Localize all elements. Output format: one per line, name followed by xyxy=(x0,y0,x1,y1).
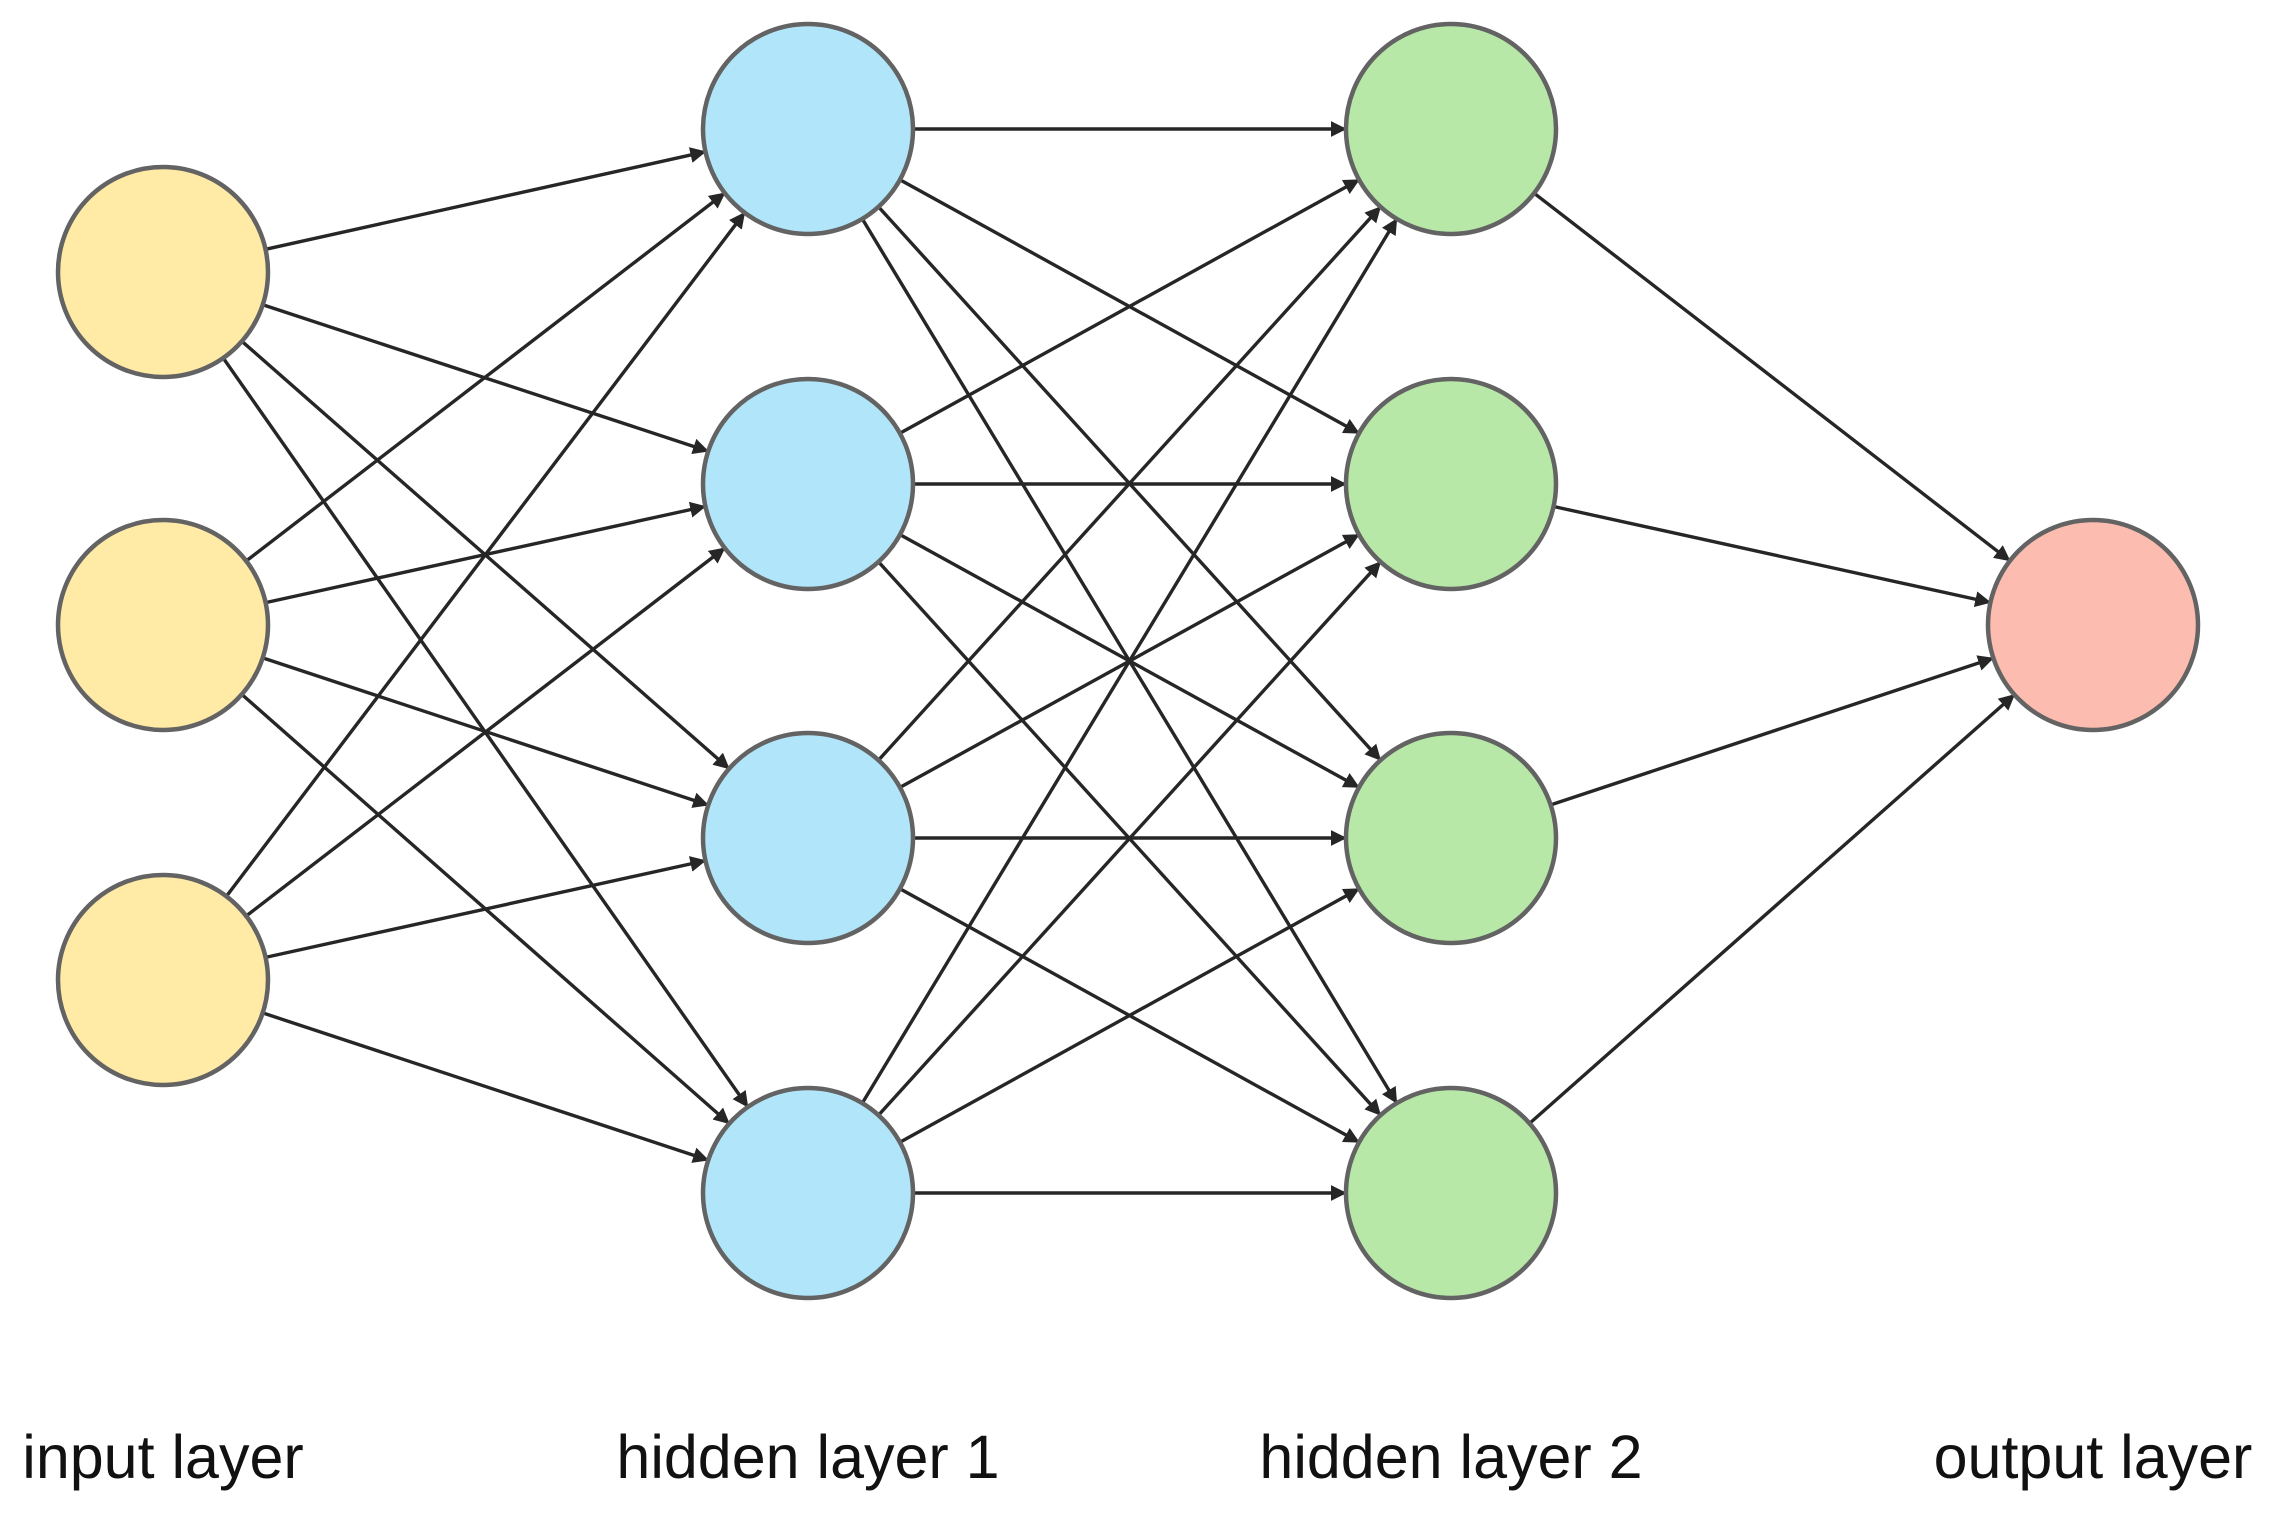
hidden2-neuron-3 xyxy=(1343,730,1559,946)
connection-hidden2-1-to-output-1 xyxy=(1533,191,2011,563)
connection-hidden1-3-to-hidden2-1 xyxy=(877,205,1382,762)
hidden-layer-1-label: hidden layer 1 xyxy=(616,1423,999,1491)
connection-hidden2-3-to-output-1 xyxy=(1550,655,1995,807)
input-layer-label: input layer xyxy=(22,1423,303,1491)
neuron-group xyxy=(55,21,2201,1301)
hidden1-neuron-1 xyxy=(700,21,916,237)
hidden2-neuron-2 xyxy=(1343,376,1559,592)
connection-hidden1-4-to-hidden2-1 xyxy=(860,218,1399,1104)
hidden2-neuron-1 xyxy=(1343,21,1559,237)
connection-hidden2-2-to-output-1 xyxy=(1553,504,1992,608)
connection-hidden1-2-to-hidden2-1 xyxy=(899,178,1360,435)
hidden1-neuron-3 xyxy=(700,730,916,946)
connection-input-3-to-hidden1-4 xyxy=(262,1011,710,1163)
connection-input-3-to-hidden1-2 xyxy=(245,546,726,918)
hidden1-neuron-4 xyxy=(700,1085,916,1301)
hidden1-neuron-2 xyxy=(700,376,916,592)
connection-input-2-to-hidden1-1 xyxy=(245,191,726,563)
input-neuron-1 xyxy=(55,164,271,380)
connection-input-1-to-hidden1-1 xyxy=(265,147,707,251)
connection-hidden2-4-to-output-1 xyxy=(1528,693,2016,1125)
connection-group xyxy=(221,121,2016,1201)
connection-hidden1-4-to-hidden2-2 xyxy=(877,560,1382,1117)
output-neuron-1 xyxy=(1985,517,2201,733)
hidden-layer-2-label: hidden layer 2 xyxy=(1259,1423,1642,1491)
connection-hidden1-4-to-hidden2-3 xyxy=(899,887,1360,1144)
connection-input-3-to-hidden1-1 xyxy=(225,211,746,898)
layer-label-group: input layer hidden layer 1 hidden layer … xyxy=(22,1423,2252,1491)
hidden2-neuron-4 xyxy=(1343,1085,1559,1301)
input-neuron-2 xyxy=(55,517,271,733)
output-layer-label: output layer xyxy=(1934,1423,2253,1491)
connection-input-3-to-hidden1-3 xyxy=(265,856,707,960)
input-neuron-3 xyxy=(55,872,271,1088)
